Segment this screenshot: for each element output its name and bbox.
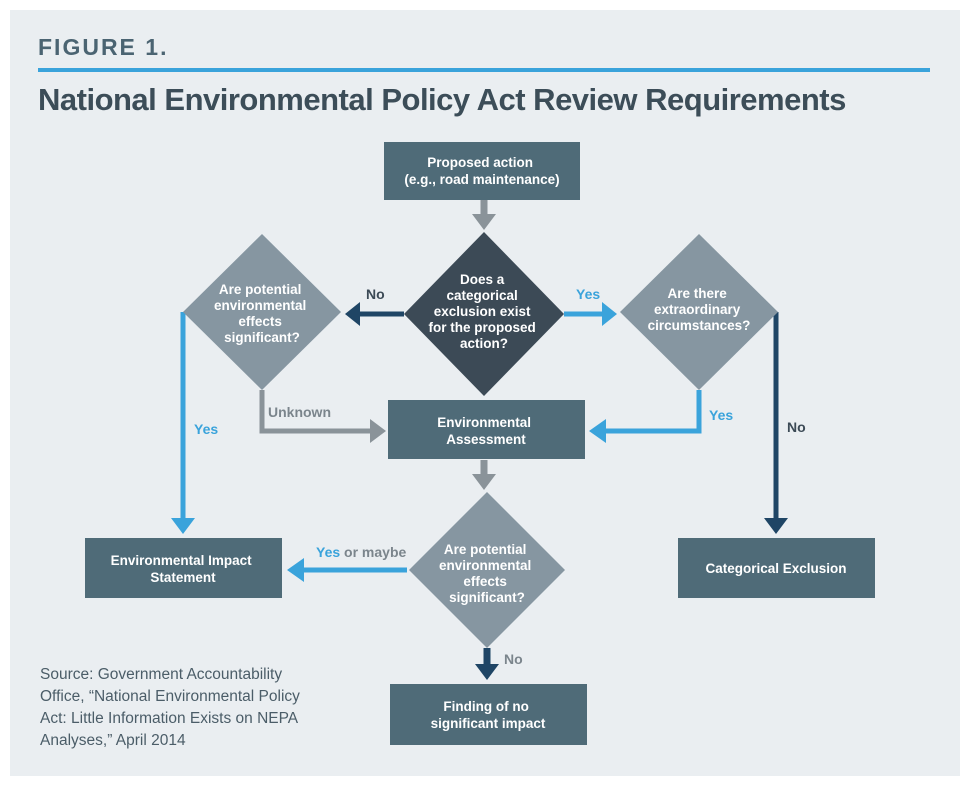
arrow-categorical-no (345, 302, 404, 326)
node-environmental-assessment: Environmental Assessment (388, 400, 585, 459)
arrow-proposed-to-categorical (472, 200, 496, 230)
node-text-line: significant impact (431, 716, 546, 731)
svg-text:Are potential environmen: Are potential environmental effects sign… (214, 282, 310, 345)
node-text-line: Environmental Impact (111, 553, 253, 568)
node-text-line: exclusion exist (434, 304, 531, 319)
node-text-line: categorical (446, 288, 517, 303)
node-text-line: Finding of no (443, 699, 528, 714)
node-categorical-exclusion: Categorical Exclusion (678, 538, 875, 598)
node-effects-question-center: Are potential environmental effects sign… (409, 492, 565, 648)
edge-label-yes-or-maybe: Yes or maybe (316, 544, 406, 560)
node-text-line: Environmental (437, 415, 531, 430)
svg-text:Are there extraordinary: Are there extraordinary circumstances? (648, 286, 751, 333)
node-text-line: Does a (460, 272, 505, 287)
node-categorical-question: Does a categorical exclusion exist for t… (404, 232, 564, 396)
node-text-line: effects (238, 314, 282, 329)
arrow-categorical-yes (564, 302, 617, 326)
figure-label: FIGURE 1. (38, 34, 169, 60)
node-text-line: significant? (449, 590, 525, 605)
node-text-line: effects (463, 574, 507, 589)
svg-text:Are potential environmen: Are potential environmental effects sign… (439, 542, 535, 605)
arrow-extraordinary-no (764, 312, 788, 534)
edge-label-yes-part: Yes (316, 544, 340, 560)
edge-label-maybe-part: or maybe (340, 544, 406, 560)
node-text-line: environmental (214, 298, 306, 313)
arrow-effects-center-yes (287, 558, 407, 582)
arrow-effects-left-yes (171, 312, 195, 534)
node-text-line: extraordinary (654, 302, 741, 317)
node-text-line: Are potential (219, 282, 302, 297)
node-finding-of-no-significant-impact: Finding of no significant impact (390, 684, 587, 745)
node-text-line: (e.g., road maintenance) (404, 172, 559, 187)
node-text-line: Assessment (446, 432, 526, 447)
svg-text:Does a categorical: Does a categorical exclusion exist for t… (428, 272, 539, 351)
node-text-line: Proposed action (427, 155, 533, 170)
source-note: Source: Government Accountability Office… (40, 666, 300, 749)
arrow-extraordinary-yes (589, 390, 702, 443)
node-text-line: Categorical Exclusion (705, 561, 846, 576)
svg-text:Environmental Assessment: Environmental Assessment (437, 415, 535, 447)
arrow-ea-to-effects (472, 460, 496, 490)
svg-text:Environmental Impact Sta: Environmental Impact Statement (111, 553, 256, 585)
node-extraordinary-question: Are there extraordinary circumstances? (620, 234, 778, 390)
node-proposed-action: Proposed action (e.g., road maintenance) (384, 142, 580, 200)
title-rule (38, 68, 930, 72)
edge-label-no: No (504, 651, 523, 667)
edge-label-unknown: Unknown (268, 404, 331, 420)
arrow-effects-center-no (475, 648, 499, 680)
edge-label-no: No (366, 286, 385, 302)
figure-title: National Environmental Policy Act Review… (38, 82, 846, 117)
node-text-line: Are potential (444, 542, 527, 557)
node-text-line: Statement (150, 570, 216, 585)
node-text-line: environmental (439, 558, 531, 573)
svg-text:Finding of no significan: Finding of no significant impact (431, 699, 546, 731)
node-text-line: action? (460, 336, 508, 351)
svg-text:Categorical Exclusion: Categorical Exclusion (705, 561, 846, 576)
node-text-line: Are there (667, 286, 727, 301)
node-environmental-impact-statement: Environmental Impact Statement (85, 538, 282, 598)
edge-label-yes: Yes (709, 407, 733, 423)
node-effects-question-left: Are potential environmental effects sign… (183, 234, 341, 390)
arrow-unknown (259, 390, 386, 443)
node-text-line: circumstances? (648, 318, 751, 333)
edge-label-yes: Yes (194, 421, 218, 437)
node-text-line: for the proposed (428, 320, 535, 335)
node-text-line: significant? (224, 330, 300, 345)
edge-label-yes: Yes (576, 286, 600, 302)
svg-text:Proposed action (e.g., r: Proposed action (e.g., road maintenance) (404, 155, 559, 187)
edge-label-no: No (787, 419, 806, 435)
